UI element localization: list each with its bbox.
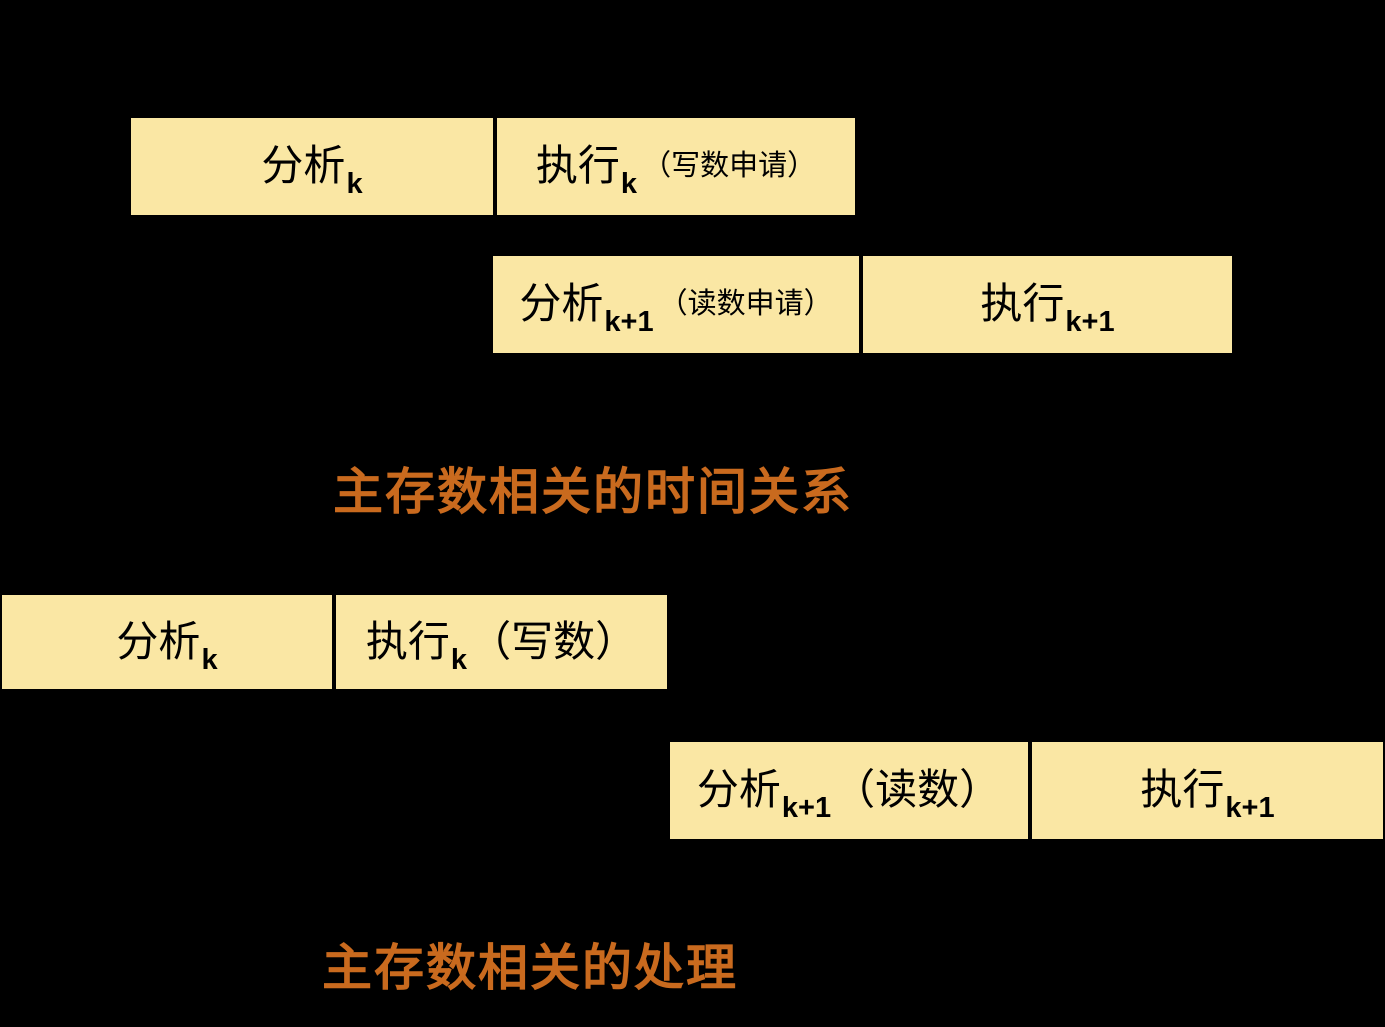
stage-name: 执行 [365,619,450,666]
stage-subscript: k+1 [1065,306,1115,338]
timing-k1-execute-cell: 执行k+1 [859,256,1232,353]
handling-k1-execute-cell: 执行k+1 [1028,742,1383,839]
stage-name: 执行 [980,282,1065,328]
stage-text: 执行k+1 [980,270,1114,339]
timing-instruction-k1-bar: 分析k+1（读数申请） 执行k+1 [493,256,1232,353]
stage-text: 执行k+1 [1140,756,1274,825]
handling-diagram-caption: 主存数相关的处理 [322,940,738,996]
timing-diagram-caption: 主存数相关的时间关系 [333,464,853,520]
stage-subscript: k+1 [781,792,832,824]
stage-subscript: k [201,643,218,676]
stage-subscript: k [620,168,638,200]
stage-note: （读数申请） [658,288,833,320]
timing-instruction-k-bar: 分析k 执行k（写数申请） [131,118,855,215]
timing-k-analyze-cell: 分析k [131,118,493,215]
handling-instruction-k-bar: 分析k 执行k（写数） [2,595,667,689]
stage-subscript: k+1 [1225,792,1275,824]
handling-k-execute-cell: 执行k（写数） [332,595,667,689]
stage-text: 分析k [116,608,217,677]
stage-name: 分析 [519,282,604,328]
stage-name: 分析 [696,768,781,814]
stage-text: 分析k+1（读数） [697,756,1001,825]
stage-subscript: k [450,643,468,676]
stage-subscript: k+1 [604,306,654,338]
timing-k1-analyze-cell: 分析k+1（读数申请） [493,256,859,353]
timing-k-execute-cell: 执行k（写数申请） [493,118,855,215]
stage-text: 分析k [261,132,362,201]
stage-text: 执行k（写数申请） [536,132,816,201]
stage-note: （写数申请） [642,150,817,182]
handling-instruction-k1-bar: 分析k+1（读数） 执行k+1 [670,742,1383,839]
stage-note: （写数） [469,619,638,666]
stage-text: 执行k（写数） [366,608,637,677]
stage-name: 分析 [116,619,201,666]
stage-name: 分析 [261,144,346,190]
handling-k1-analyze-cell: 分析k+1（读数） [670,742,1028,839]
handling-k-analyze-cell: 分析k [2,595,332,689]
stage-name: 执行 [535,144,620,190]
stage-text: 分析k+1（读数申请） [519,270,832,339]
stage-note: （读数） [833,768,1002,814]
stage-name: 执行 [1140,768,1225,814]
stage-subscript: k [346,168,363,200]
